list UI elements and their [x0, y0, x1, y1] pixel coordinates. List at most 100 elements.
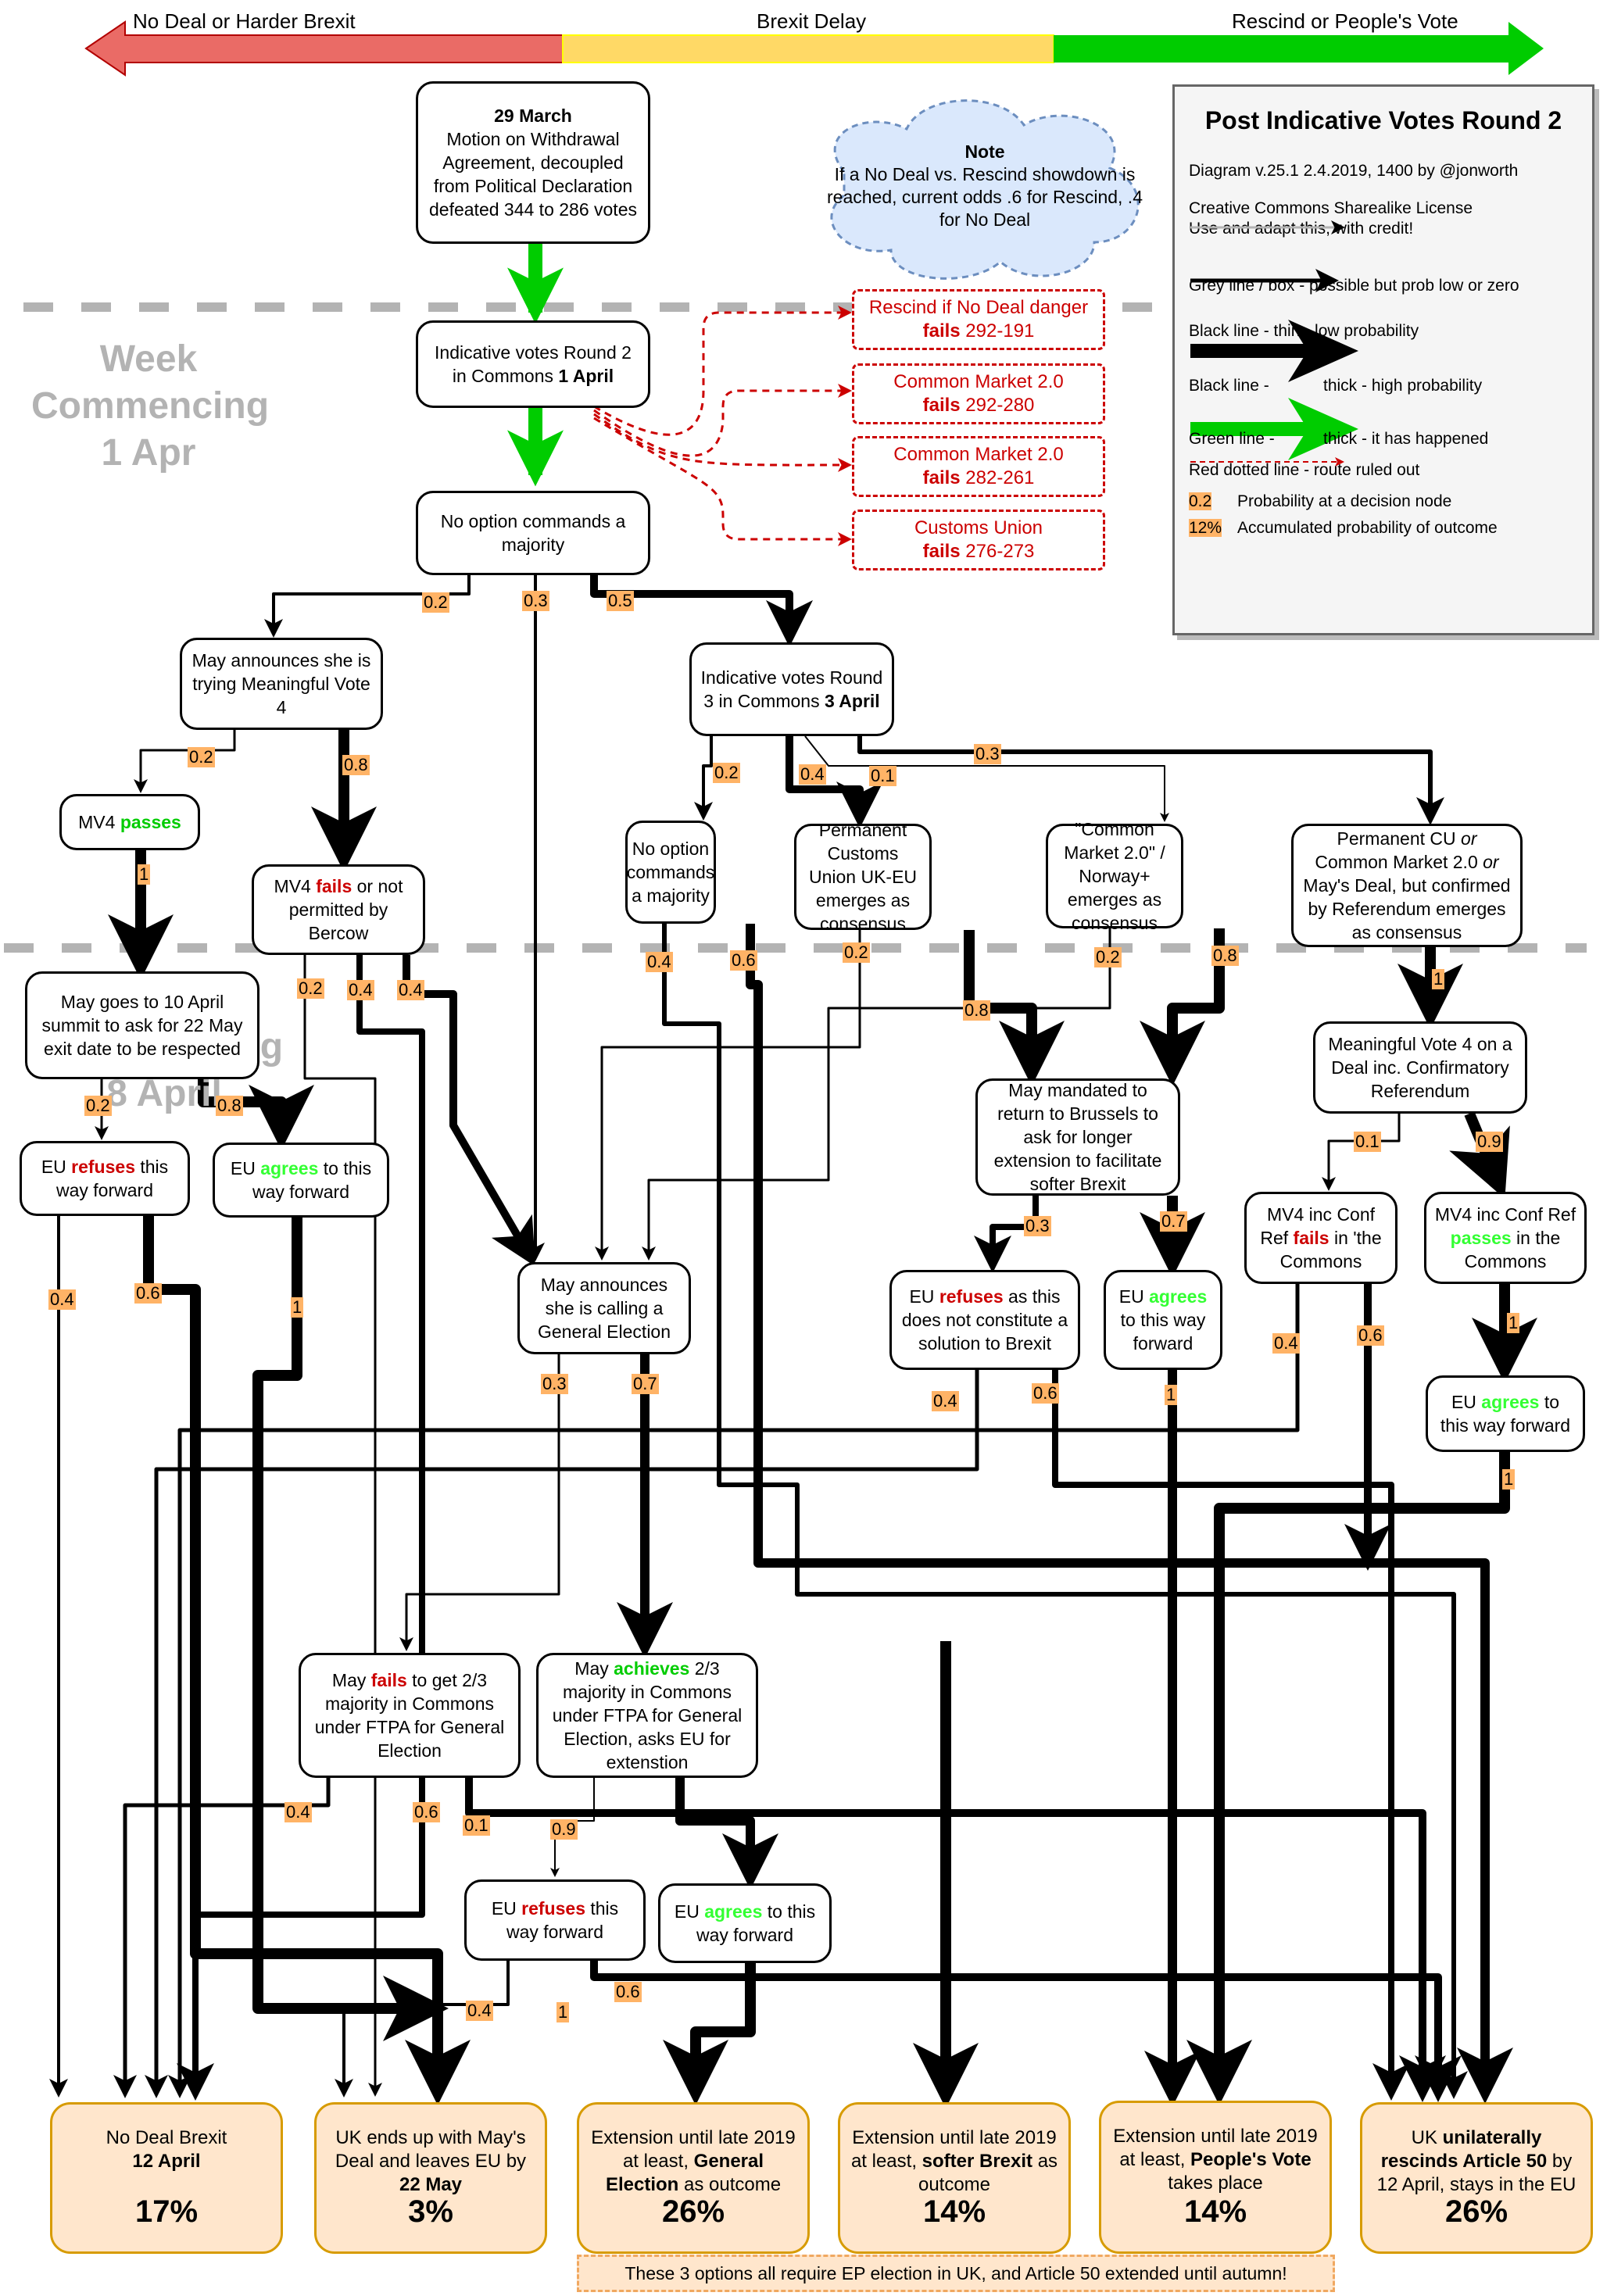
prob-label: 1	[556, 2002, 570, 2022]
prob-label: 0.1	[869, 766, 896, 786]
outcome-percent: 3%	[408, 2194, 453, 2229]
prob-label: 0.3	[974, 744, 1001, 764]
t: MV4 inc Conf Ref	[1260, 1204, 1376, 1248]
node-mv4-conf-fails[interactable]: MV4 inc Conf Ref fails in 'the Commons	[1244, 1192, 1397, 1284]
edge-37	[1186, 1452, 1510, 2105]
node-may-tries-mv4[interactable]: May announces she is trying Meaningful V…	[180, 638, 383, 730]
edge-24	[252, 1218, 449, 2041]
ge-text: May announces she is calling a General E…	[537, 1275, 671, 1342]
outcome-softer-brexit[interactable]: Extension until late 2019 at least, soft…	[838, 2102, 1071, 2254]
node-ge-achieves[interactable]: May achieves 2/3 majority in Commons und…	[536, 1653, 758, 1778]
outcome-mays-deal[interactable]: UK ends up with May's Deal and leaves EU…	[314, 2102, 547, 2254]
t2: to get 2/3 majority in Commons under FTP…	[314, 1670, 505, 1761]
iv2-date: 1 April	[558, 366, 614, 386]
t: MV4	[78, 812, 120, 832]
node-no-option-1[interactable]: No option commands a majority	[416, 491, 650, 575]
edge-15	[595, 930, 861, 1261]
edge-17	[642, 928, 1111, 1261]
t: May	[574, 1658, 614, 1679]
note-title: Note	[964, 141, 1005, 162]
iv3-text: Indicative votes Round 3 in Commons	[700, 667, 883, 711]
ruled-out-routes	[593, 306, 852, 546]
node-eu-agrees-3[interactable]: EU agrees to this way forward	[1426, 1375, 1585, 1452]
t: EU	[41, 1157, 72, 1177]
legend-prob-desc: Probability at a decision node	[1237, 492, 1452, 510]
node-general-election[interactable]: May announces she is calling a General E…	[517, 1262, 691, 1354]
prob-label: 0.4	[285, 1802, 312, 1822]
prob-label: 0.7	[1160, 1211, 1187, 1232]
outcome-percent: 14%	[922, 2194, 986, 2229]
prob-label: 0.6	[134, 1283, 162, 1304]
ruled-fails: fails	[922, 541, 961, 562]
node-eu-agrees-4[interactable]: EU agrees to this way forward	[658, 1883, 832, 1963]
edge-7	[786, 736, 883, 828]
node-eu-agrees-2[interactable]: EU agrees to this way forward	[1104, 1270, 1222, 1370]
outcome-general-election[interactable]: Extension until late 2019 at least, Gene…	[577, 2102, 810, 2254]
t: May's Deal, but confirmed by Referendum …	[1303, 875, 1511, 942]
legend-title: Post Indicative Votes Round 2	[1204, 106, 1562, 134]
noopt2-text: No option commands a majority	[626, 839, 715, 906]
em: refuses	[71, 1157, 135, 1177]
edge-14	[746, 924, 1513, 2104]
node-permanent-cu[interactable]: Permanent Customs Union UK-EU emerges as…	[794, 820, 932, 934]
node-mv4-passes[interactable]: MV4 passes	[59, 794, 200, 850]
legend-version: Diagram v.25.1 2.4.2019, 1400 by @jonwor…	[1189, 162, 1519, 180]
em: agrees	[704, 1901, 763, 1922]
node-no-option-2[interactable]: No option commands a majority	[625, 821, 716, 924]
node-ge-fails[interactable]: May fails to get 2/3 majority in Commons…	[299, 1653, 521, 1778]
edge-0	[264, 575, 471, 638]
edge-42	[335, 1961, 510, 2098]
edge-6	[694, 736, 713, 821]
prob-label: 0.8	[342, 755, 370, 775]
legend-panel: Post Indicative Votes Round 2 Diagram v.…	[1172, 84, 1594, 635]
edge-29	[145, 1370, 979, 2098]
or: or	[1461, 828, 1477, 849]
node-eu-refuses-1[interactable]: EU refuses this way forward	[20, 1141, 190, 1216]
outcome-peoples-vote[interactable]: Extension until late 2019 at least, Peop…	[1099, 2101, 1332, 2254]
t: Common Market 2.0	[1315, 852, 1483, 872]
prob-label: 0.6	[1032, 1383, 1059, 1404]
node-mv4-conf-passes[interactable]: MV4 inc Conf Ref passes in the Commons	[1424, 1192, 1587, 1284]
prob-label: 0.2	[713, 763, 740, 783]
edge-11	[177, 955, 425, 2101]
node-eu-refuses-2[interactable]: EU refuses as this does not constitute a…	[889, 1270, 1080, 1370]
prob-label: 0.4	[646, 952, 673, 972]
t2: in 'the Commons	[1279, 1228, 1382, 1271]
prob-label: 0.1	[463, 1815, 490, 1836]
node-indicative-votes-3[interactable]: Indicative votes Round 3 in Commons 3 Ap…	[689, 642, 894, 736]
spectrum-arrow	[84, 20, 1544, 77]
t: MV4 inc Conf Ref	[1434, 1204, 1576, 1225]
prob-label: 0.2	[422, 592, 449, 613]
cm2-text: "Common Market 2.0" / Norway+ emerges as…	[1064, 819, 1165, 933]
node-common-market-2[interactable]: "Common Market 2.0" / Norway+ emerges as…	[1046, 819, 1183, 933]
node-eu-refuses-3[interactable]: EU refuses this way forward	[464, 1879, 646, 1961]
node-eu-agrees-1[interactable]: EU agrees to this way forward	[213, 1143, 389, 1218]
edge-38	[113, 1778, 331, 2098]
prob-label: 0.5	[607, 591, 634, 611]
prob-label: 0.2	[84, 1096, 112, 1116]
edge-41	[675, 1778, 778, 1890]
legend-line-samples	[1190, 220, 1358, 467]
pcu-text: Permanent Customs Union UK-EU emerges as…	[808, 820, 918, 934]
b: unilaterally rescinds Article 50	[1380, 2127, 1548, 2172]
edge-44	[663, 1963, 756, 2105]
edge-8	[804, 735, 1169, 822]
node-may-mandated[interactable]: May mandated to return to Brussels to as…	[975, 1078, 1180, 1196]
edge-25	[399, 1354, 560, 1651]
node-referendum-consensus[interactable]: Permanent CU or Common Market 2.0 or May…	[1291, 824, 1523, 947]
legend-black-thick-b: thick - high probability	[1323, 377, 1483, 395]
node-mv4-fails[interactable]: MV4 fails or not permitted by Bercow	[252, 864, 425, 955]
ruled-fails: fails	[922, 395, 961, 416]
t2: as outcome	[918, 2151, 1058, 2195]
node-indicative-votes-2[interactable]: Indicative votes Round 2 in Commons 1 Ap…	[416, 320, 650, 408]
outcome-rescind[interactable]: UK unilaterally rescinds Article 50 by 1…	[1360, 2102, 1593, 2254]
node-may-summit[interactable]: May goes to 10 April summit to ask for 2…	[25, 971, 259, 1079]
em: passes	[120, 812, 181, 832]
note-text: If a No Deal vs. Rescind showdown is rea…	[827, 163, 1143, 230]
b: 12 April	[132, 2151, 201, 2172]
node-mv4-confirmatory[interactable]: Meaningful Vote 4 on a Deal inc. Confirm…	[1313, 1021, 1527, 1114]
